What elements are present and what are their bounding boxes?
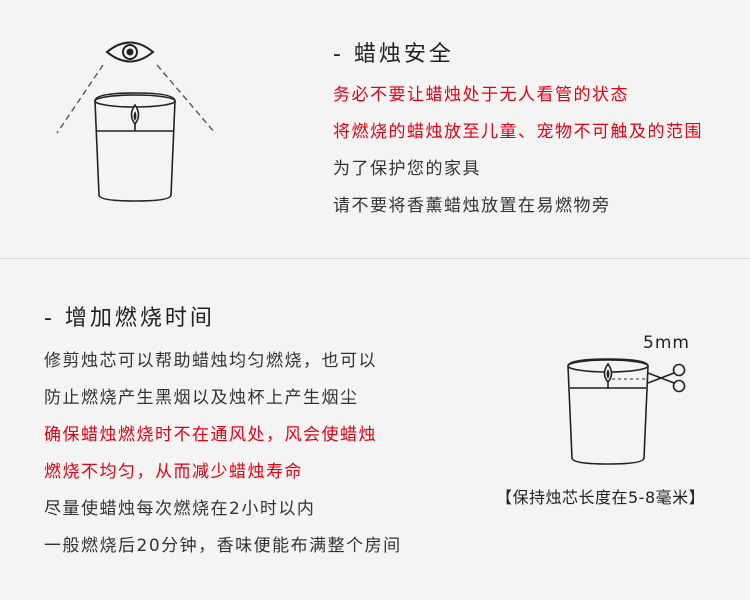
candle-watch-illustration	[56, 41, 216, 202]
safety-title: - 蜡烛安全	[333, 42, 454, 67]
safety-line-1: 务必不要让蜡烛处于无人看管的状态	[333, 85, 629, 105]
wick-length-label: 5mm	[643, 333, 690, 353]
section-divider	[0, 258, 750, 259]
scissors-icon	[647, 363, 686, 393]
candle-jar-icon	[94, 92, 176, 202]
safety-line-2: 将燃烧的蜡烛放至儿童、宠物不可触及的范围	[333, 122, 703, 142]
burn-line-4: 燃烧不均匀，从而减少蜡烛寿命	[44, 462, 303, 482]
burn-line-3: 确保蜡烛燃烧时不在通风处，风会使蜡烛	[44, 425, 377, 445]
wick-trim-illustration	[567, 358, 686, 465]
safety-line-4: 请不要将香薰蜡烛放置在易燃物旁	[333, 196, 611, 216]
burn-time-section: - 增加燃烧时间 修剪烛芯可以帮助蜡烛均匀燃烧，也可以 防止燃烧产生黑烟以及烛杯…	[0, 259, 750, 600]
wick-caption: 【保持烛芯长度在5-8毫米】	[496, 488, 706, 507]
burn-line-5: 尽量使蜡烛每次燃烧在2小时以内	[44, 499, 316, 519]
eye-icon	[105, 41, 155, 63]
burn-line-2: 防止燃烧产生黑烟以及烛杯上产生烟尘	[44, 388, 359, 408]
burn-line-6: 一般燃烧后20分钟，香味便能布满整个房间	[44, 536, 402, 556]
burn-line-1: 修剪烛芯可以帮助蜡烛均匀燃烧，也可以	[44, 351, 377, 371]
candle-jar-icon	[567, 358, 649, 465]
safety-line-3: 为了保护您的家具	[333, 159, 481, 179]
burn-title: - 增加燃烧时间	[44, 306, 215, 331]
candle-safety-section: - 蜡烛安全 务必不要让蜡烛处于无人看管的状态 将燃烧的蜡烛放至儿童、宠物不可触…	[0, 0, 750, 258]
